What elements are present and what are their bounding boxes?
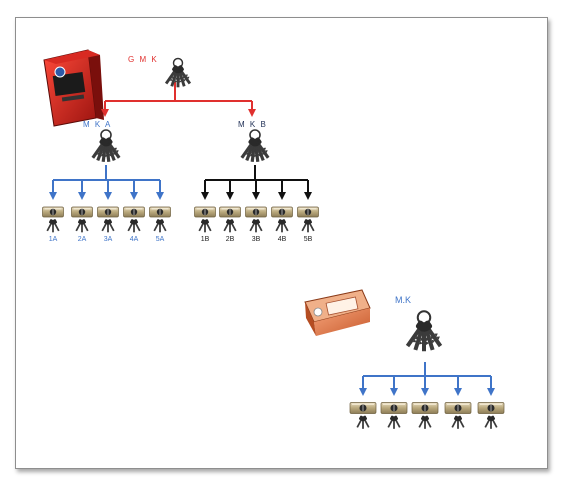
product-box-red [43, 49, 104, 127]
cylinder-label-4a: 4A [130, 236, 139, 243]
cylinder-b-4 [271, 206, 293, 233]
master-keys-b-icon [240, 129, 270, 163]
master-key-bunch-icon [405, 310, 443, 352]
cylinder-b-5 [297, 206, 319, 233]
cylinder-b-3 [245, 206, 267, 233]
cylinder-label-3a: 3A [104, 236, 113, 243]
cylinder-label-4b: 4B [278, 236, 287, 243]
cylinder-b-2 [219, 206, 241, 233]
bottom-cylinder-2 [380, 402, 408, 429]
cylinder-a-5 [149, 206, 171, 233]
cylinder-label-2a: 2A [78, 236, 87, 243]
bottom-cylinder-4 [444, 402, 472, 429]
bottom-cylinder-1 [349, 402, 377, 429]
keys-layer [91, 57, 443, 352]
master-keys-a-icon [91, 129, 121, 163]
cylinder-label-3b: 3B [252, 236, 261, 243]
cylinder-label-1b: 1B [201, 236, 210, 243]
product-box-orange [304, 289, 371, 336]
cylinder-a-2 [71, 206, 93, 233]
cylinder-a-1 [42, 206, 64, 233]
bottom-cylinder-5 [477, 402, 505, 429]
cylinder-label-2b: 2B [226, 236, 235, 243]
top-connectors [49, 82, 312, 200]
cylinder-label-1a: 1A [49, 236, 58, 243]
bottom-cylinder-3 [411, 402, 439, 429]
cylinder-a-3 [97, 206, 119, 233]
cylinder-a-4 [123, 206, 145, 233]
cylinder-b-1 [194, 206, 216, 233]
bottom-connectors [359, 362, 495, 396]
grand-master-keys-icon [164, 57, 192, 88]
cylinders-layer [42, 206, 505, 429]
group-b-label: M K B [238, 120, 267, 129]
master-key-label: M.K [395, 295, 411, 305]
grand-master-label: G M K [128, 55, 158, 64]
group-a-label: M K A [83, 120, 112, 129]
cylinder-label-5b: 5B [304, 236, 313, 243]
cylinder-label-5a: 5A [156, 236, 165, 243]
